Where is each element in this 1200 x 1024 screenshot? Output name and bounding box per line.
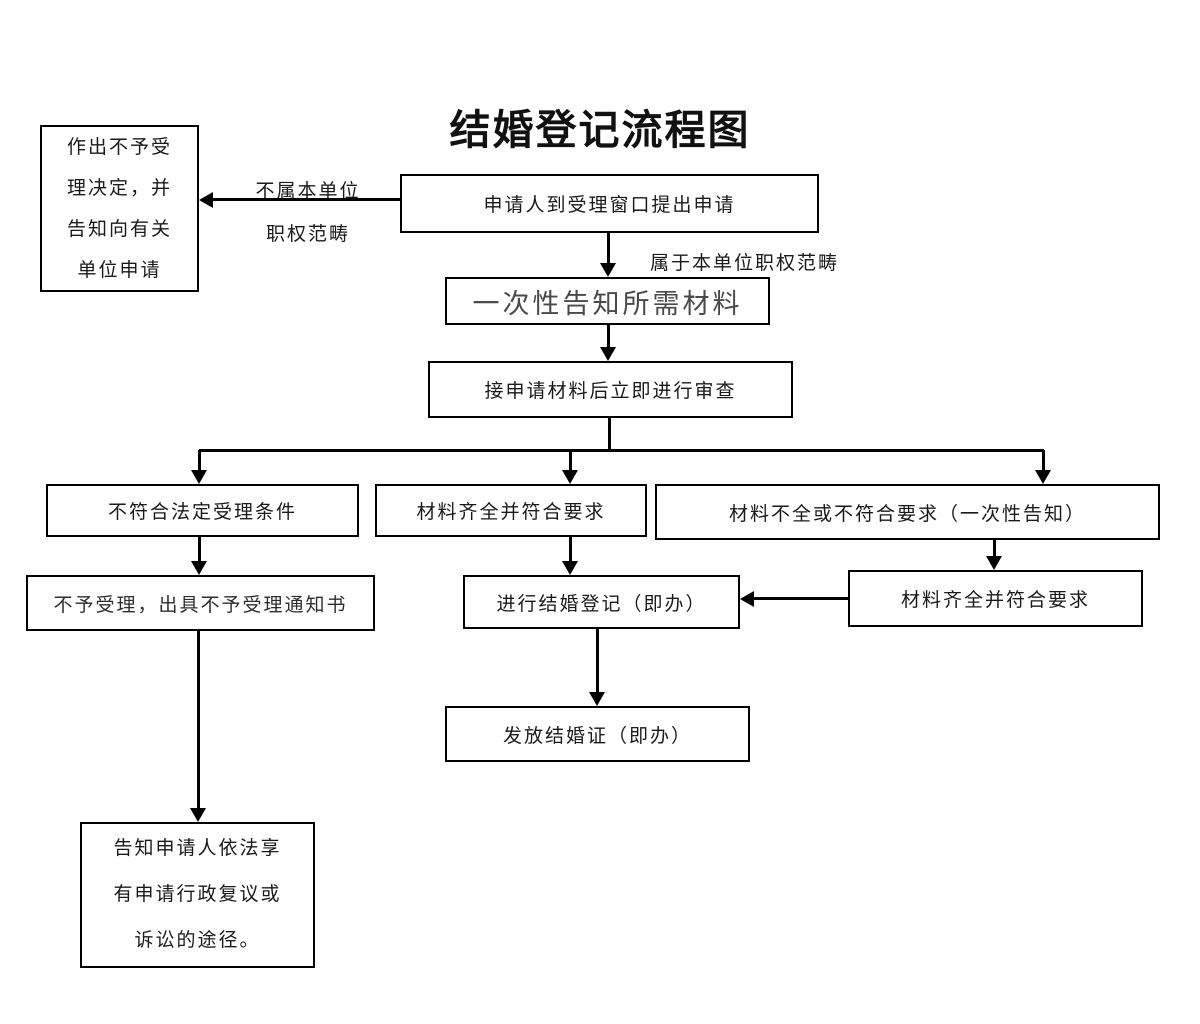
connector-apply-to-inform-arrowhead — [600, 263, 616, 277]
connector-notaccept-to-rights-arrowhead — [190, 808, 206, 822]
connector-matok-to-register-arrowhead — [562, 561, 578, 575]
node-reject-line2: 理决定，并 — [66, 177, 172, 199]
node-review-label: 接申请材料后立即进行审查 — [484, 381, 737, 402]
connector-register-to-issuecert-arrowhead — [589, 692, 605, 706]
connector-apply-to-inform-line — [607, 233, 610, 264]
node-inform-rights: 告知申请人依法享 有申请行政复议或 诉讼的途径。 — [80, 822, 315, 968]
node-not-accepted: 不予受理，出具不予受理通知书 — [26, 575, 375, 631]
connector-notaccept-to-rights-line — [197, 631, 200, 809]
node-reject-line1: 作出不予受 — [66, 136, 172, 158]
node-materials-incomplete-label: 材料不全或不符合要求（一次性告知） — [728, 503, 1086, 525]
node-materials-complete-mid: 材料齐全并符合要求 — [375, 484, 647, 537]
connector-branch-mid-arrowhead — [562, 470, 578, 484]
node-register-marriage: 进行结婚登记（即办） — [463, 575, 740, 629]
node-apply-label: 申请人到受理窗口提出申请 — [483, 195, 736, 216]
connector-matincomp-to-matok-arrowhead — [986, 556, 1002, 570]
node-inform-materials: 一次性告知所需材料 — [445, 277, 770, 325]
connector-matincomp-to-matok-line — [993, 540, 996, 557]
node-reject-decision: 作出不予受 理决定，并 告知向有关 单位申请 — [40, 125, 199, 292]
edge-label-not-in-scope: 不属本单位 职权范畴 — [238, 170, 378, 256]
node-inform-rights-line2: 有申请行政复议或 — [113, 884, 282, 905]
connector-apply-to-reject-arrowhead — [199, 192, 213, 208]
connector-distributor-line — [199, 449, 1044, 452]
node-apply: 申请人到受理窗口提出申请 — [400, 174, 819, 233]
node-materials-complete-right-label: 材料齐全并符合要求 — [900, 590, 1090, 611]
node-not-qualified-label: 不符合法定受理条件 — [107, 502, 297, 523]
node-not-qualified: 不符合法定受理条件 — [46, 484, 359, 537]
connector-apply-to-reject-line — [211, 198, 400, 201]
connector-inform-to-review-line — [607, 325, 610, 348]
node-inform-materials-label: 一次性告知所需材料 — [472, 288, 743, 319]
diagram-title: 结婚登记流程图 — [449, 107, 751, 153]
edge-label-not-in-scope-line1: 不属本单位 — [255, 181, 361, 202]
node-inform-rights-line1: 告知申请人依法享 — [113, 838, 282, 859]
connector-branch-left-arrowhead — [191, 470, 207, 484]
connector-register-to-issuecert-line — [596, 629, 599, 693]
connector-branch-right-arrowhead — [1035, 470, 1051, 484]
connector-matok-to-register-line — [569, 537, 572, 562]
node-register-marriage-label: 进行结婚登记（即办） — [496, 593, 707, 615]
connector-matokright-to-register-arrowhead — [740, 591, 754, 607]
node-reject-line3: 告知向有关 — [66, 218, 172, 240]
connector-review-stem — [608, 418, 611, 451]
node-materials-complete-right: 材料齐全并符合要求 — [848, 570, 1143, 627]
edge-label-in-scope: 属于本单位职权范畴 — [650, 253, 840, 274]
node-issue-certificate-label: 发放结婚证（即办） — [502, 725, 692, 747]
node-materials-complete-mid-label: 材料齐全并符合要求 — [416, 502, 606, 523]
connector-inform-to-review-arrowhead — [600, 347, 616, 361]
node-reject-line4: 单位申请 — [77, 259, 162, 281]
node-review: 接申请材料后立即进行审查 — [428, 361, 793, 418]
connector-branch-mid-line — [569, 450, 572, 471]
connector-matokright-to-register-line — [753, 597, 848, 600]
edge-label-not-in-scope-line2: 职权范畴 — [265, 224, 350, 245]
connector-notqual-to-notaccept-line — [198, 537, 201, 562]
node-inform-rights-line3: 诉讼的途径。 — [134, 930, 261, 951]
node-not-accepted-label: 不予受理，出具不予受理通知书 — [53, 594, 348, 616]
connector-notqual-to-notaccept-arrowhead — [191, 561, 207, 575]
connector-branch-right-line — [1042, 450, 1045, 471]
node-issue-certificate: 发放结婚证（即办） — [445, 706, 750, 762]
connector-branch-left-line — [198, 450, 201, 471]
node-materials-incomplete: 材料不全或不符合要求（一次性告知） — [655, 484, 1160, 540]
